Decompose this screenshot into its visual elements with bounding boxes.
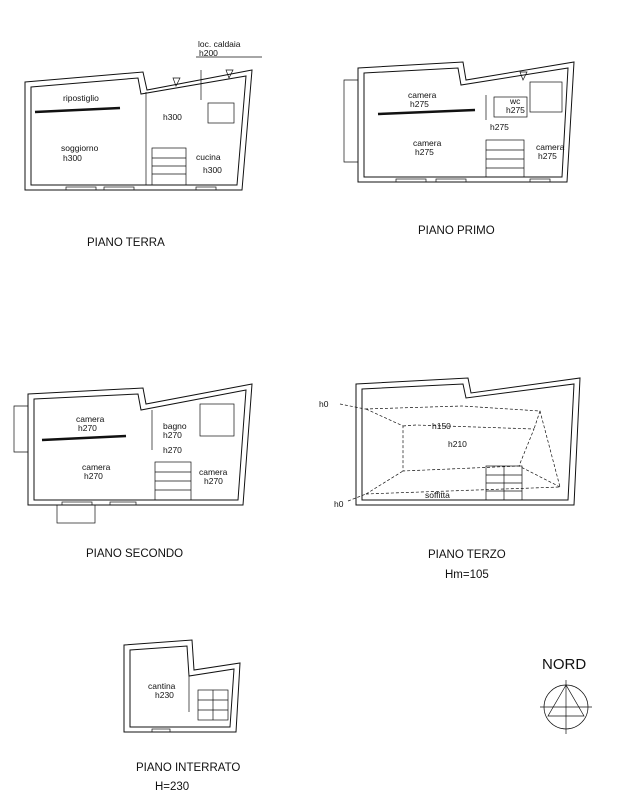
secondo-camera3-height: h270 [204,476,223,486]
title-piano-primo: PIANO PRIMO [418,225,495,237]
plan-piano-secondo [13,383,253,524]
terra-cucina-height: h300 [203,165,222,175]
terra-soggiorno-label: soggiorno [61,143,99,153]
compass-icon [540,680,592,734]
secondo-camera2-height: h270 [84,471,103,481]
secondo-camera1-label: camera [76,414,105,424]
secondo-camera2-label: camera [82,462,111,472]
primo-wc-label: wc [509,96,521,106]
plan-piano-terra [24,56,262,191]
interrato-cantina-height: h230 [155,690,174,700]
subtitle-piano-terzo: Hm=105 [445,569,489,581]
plan-piano-primo [343,61,575,183]
subtitle-piano-interrato: H=230 [155,781,189,793]
title-piano-secondo: PIANO SECONDO [86,548,183,560]
secondo-bagno-height: h270 [163,430,182,440]
terzo-h0-bottom: h0 [334,499,344,509]
terra-soggiorno-height: h300 [63,153,82,163]
terzo-h210-label: h210 [448,439,467,449]
terzo-h0-top: h0 [319,399,329,409]
primo-hall-height: h275 [490,122,509,132]
title-piano-terzo: PIANO TERZO [428,549,506,561]
interrato-cantina-label: cantina [148,681,176,691]
terra-ripostiglio-label: ripostiglio [63,93,99,103]
plan-piano-interrato [123,639,241,733]
terzo-soffitta-label: soffitta [425,490,450,500]
plan-piano-terzo [339,377,581,506]
primo-wc-height: h275 [506,105,525,115]
secondo-hall-height: h270 [163,445,182,455]
primo-camera3-label: camera [536,142,565,152]
primo-camera2-height: h275 [415,147,434,157]
terra-h300-label: h300 [163,112,182,122]
terra-h200-label: h200 [199,48,218,58]
north-label: NORD [542,656,586,673]
terra-cucina-label: cucina [196,152,221,162]
primo-camera2-label: camera [413,138,442,148]
primo-camera1-label: camera [408,90,437,100]
secondo-camera1-height: h270 [78,423,97,433]
secondo-bagno-label: bagno [163,421,187,431]
secondo-camera3-label: camera [199,467,228,477]
primo-camera1-height: h275 [410,99,429,109]
title-piano-terra: PIANO TERRA [87,237,165,249]
terzo-h150-label: h150 [432,421,451,431]
primo-camera3-height: h275 [538,151,557,161]
terra-loc-caldaia-label: loc. caldaia [198,39,241,49]
title-piano-interrato: PIANO INTERRATO [136,762,240,774]
